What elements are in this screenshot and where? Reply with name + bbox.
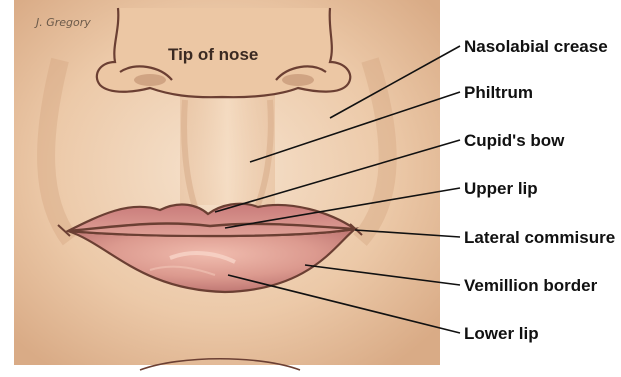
tip-of-nose-label: Tip of nose <box>168 45 258 64</box>
label-philtrum: Philtrum <box>464 83 533 102</box>
artist-signature: J. Gregory <box>34 16 91 29</box>
label-lower-lip: Lower lip <box>464 324 539 343</box>
bottom-margin <box>14 365 440 377</box>
label-upper-lip: Upper lip <box>464 179 538 198</box>
label-nasolabial-crease: Nasolabial crease <box>464 37 608 56</box>
label-cupids-bow: Cupid's bow <box>464 131 565 150</box>
left-nostril <box>134 74 166 86</box>
right-nostril <box>282 74 314 86</box>
label-lateral-commisure: Lateral commisure <box>464 228 615 247</box>
label-vermillion-border: Vemillion border <box>464 276 598 295</box>
left-margin <box>0 0 14 377</box>
